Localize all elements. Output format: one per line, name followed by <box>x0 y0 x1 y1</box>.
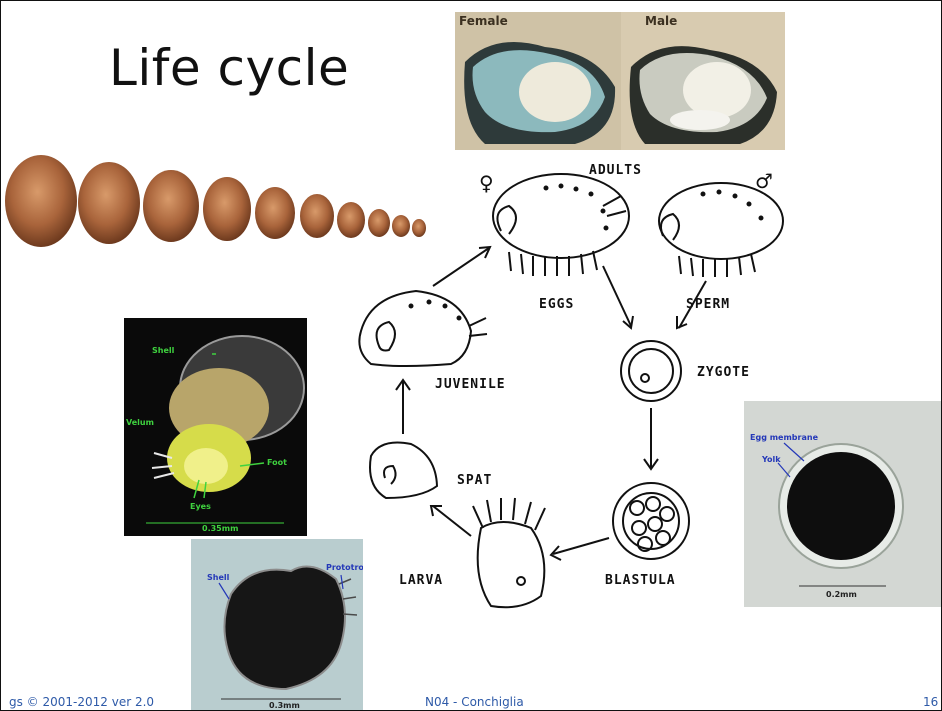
life-cycle-diagram: ADULTS EGGS SPERM ZYGOTE BLASTULA LARVA … <box>341 156 791 616</box>
shell-5 <box>255 187 295 239</box>
trochophore-shell-label: Shell <box>207 573 229 582</box>
female-adult-figure <box>493 174 629 276</box>
shell-3 <box>143 170 199 242</box>
scale-label-035: 0.35mm <box>202 524 238 533</box>
shell-2 <box>78 162 140 244</box>
veliger-larva-photo: Shell Velum Foot Eyes 0.35mm <box>124 318 307 536</box>
stage-label-zygote: ZYGOTE <box>697 365 750 380</box>
stage-label-spat: SPAT <box>457 473 492 488</box>
male-adult-figure <box>659 183 783 277</box>
foot-label: Foot <box>267 458 287 467</box>
stage-label-blastula: BLASTULA <box>605 573 676 588</box>
scale-label-03: 0.3mm <box>269 701 300 710</box>
larva-figure <box>473 498 545 607</box>
velum-label: Velum <box>126 418 154 427</box>
shell-6 <box>300 194 334 238</box>
gonad-photo: Female Male <box>455 12 785 150</box>
trochophore-photo: Shell Prototroch 0.3mm <box>191 539 363 711</box>
shell-1 <box>5 155 77 247</box>
stage-label-adults: ADULTS <box>589 163 642 178</box>
blastula-figure <box>613 483 689 559</box>
juvenile-figure <box>359 291 487 366</box>
slide-title: Life cycle <box>109 39 349 97</box>
male-symbol: ♂ <box>755 169 773 193</box>
stage-label-eggs: EGGS <box>539 297 574 312</box>
female-symbol: ♀ <box>479 171 494 195</box>
male-photo-label: Male <box>645 14 677 28</box>
footer-page-number: 16 <box>923 695 938 709</box>
shell-4 <box>203 177 251 241</box>
stage-label-larva: LARVA <box>399 573 443 588</box>
spat-figure <box>370 443 437 499</box>
eyes-label: Eyes <box>190 502 211 511</box>
shell-label: Shell <box>152 346 174 355</box>
stage-label-juvenile: JUVENILE <box>435 377 506 392</box>
footer-left: gs © 2001-2012 ver 2.0 <box>9 695 154 709</box>
stage-label-sperm: SPERM <box>686 297 730 312</box>
zygote-figure <box>621 341 681 401</box>
footer-center: N04 - Conchiglia <box>425 695 524 709</box>
female-photo-label: Female <box>459 14 508 28</box>
scale-label-02: 0.2mm <box>826 590 857 599</box>
